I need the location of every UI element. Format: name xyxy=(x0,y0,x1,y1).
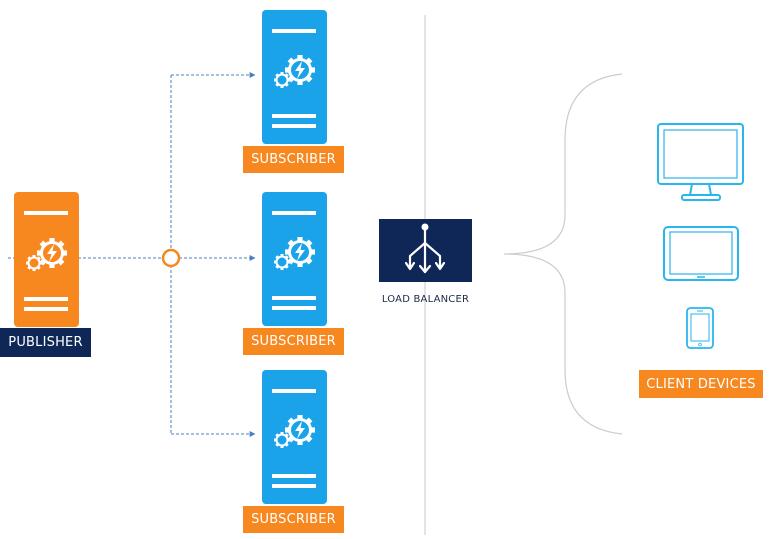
subscriber-3-label: SUBSCRIBER xyxy=(243,506,344,533)
client-devices-label: CLIENT DEVICES xyxy=(639,370,763,398)
subscriber-1-server-icon xyxy=(262,10,327,144)
curly-brace-icon xyxy=(503,73,623,435)
publisher-server-icon xyxy=(14,192,79,327)
load-balancer-icon xyxy=(379,219,472,282)
subscriber-2-label: SUBSCRIBER xyxy=(243,328,344,355)
tablet-icon xyxy=(663,226,739,281)
junction-node xyxy=(161,248,181,268)
publisher-label: PUBLISHER xyxy=(0,328,91,357)
subscriber-1-label: SUBSCRIBER xyxy=(243,146,344,173)
subscriber-3-server-icon xyxy=(262,370,327,504)
load-balancer-label: LOAD BALANCER xyxy=(381,294,470,305)
subscriber-2-server-icon xyxy=(262,192,327,326)
desktop-monitor-icon xyxy=(657,123,744,201)
smartphone-icon xyxy=(686,307,714,349)
split-arrows-icon xyxy=(404,224,446,274)
